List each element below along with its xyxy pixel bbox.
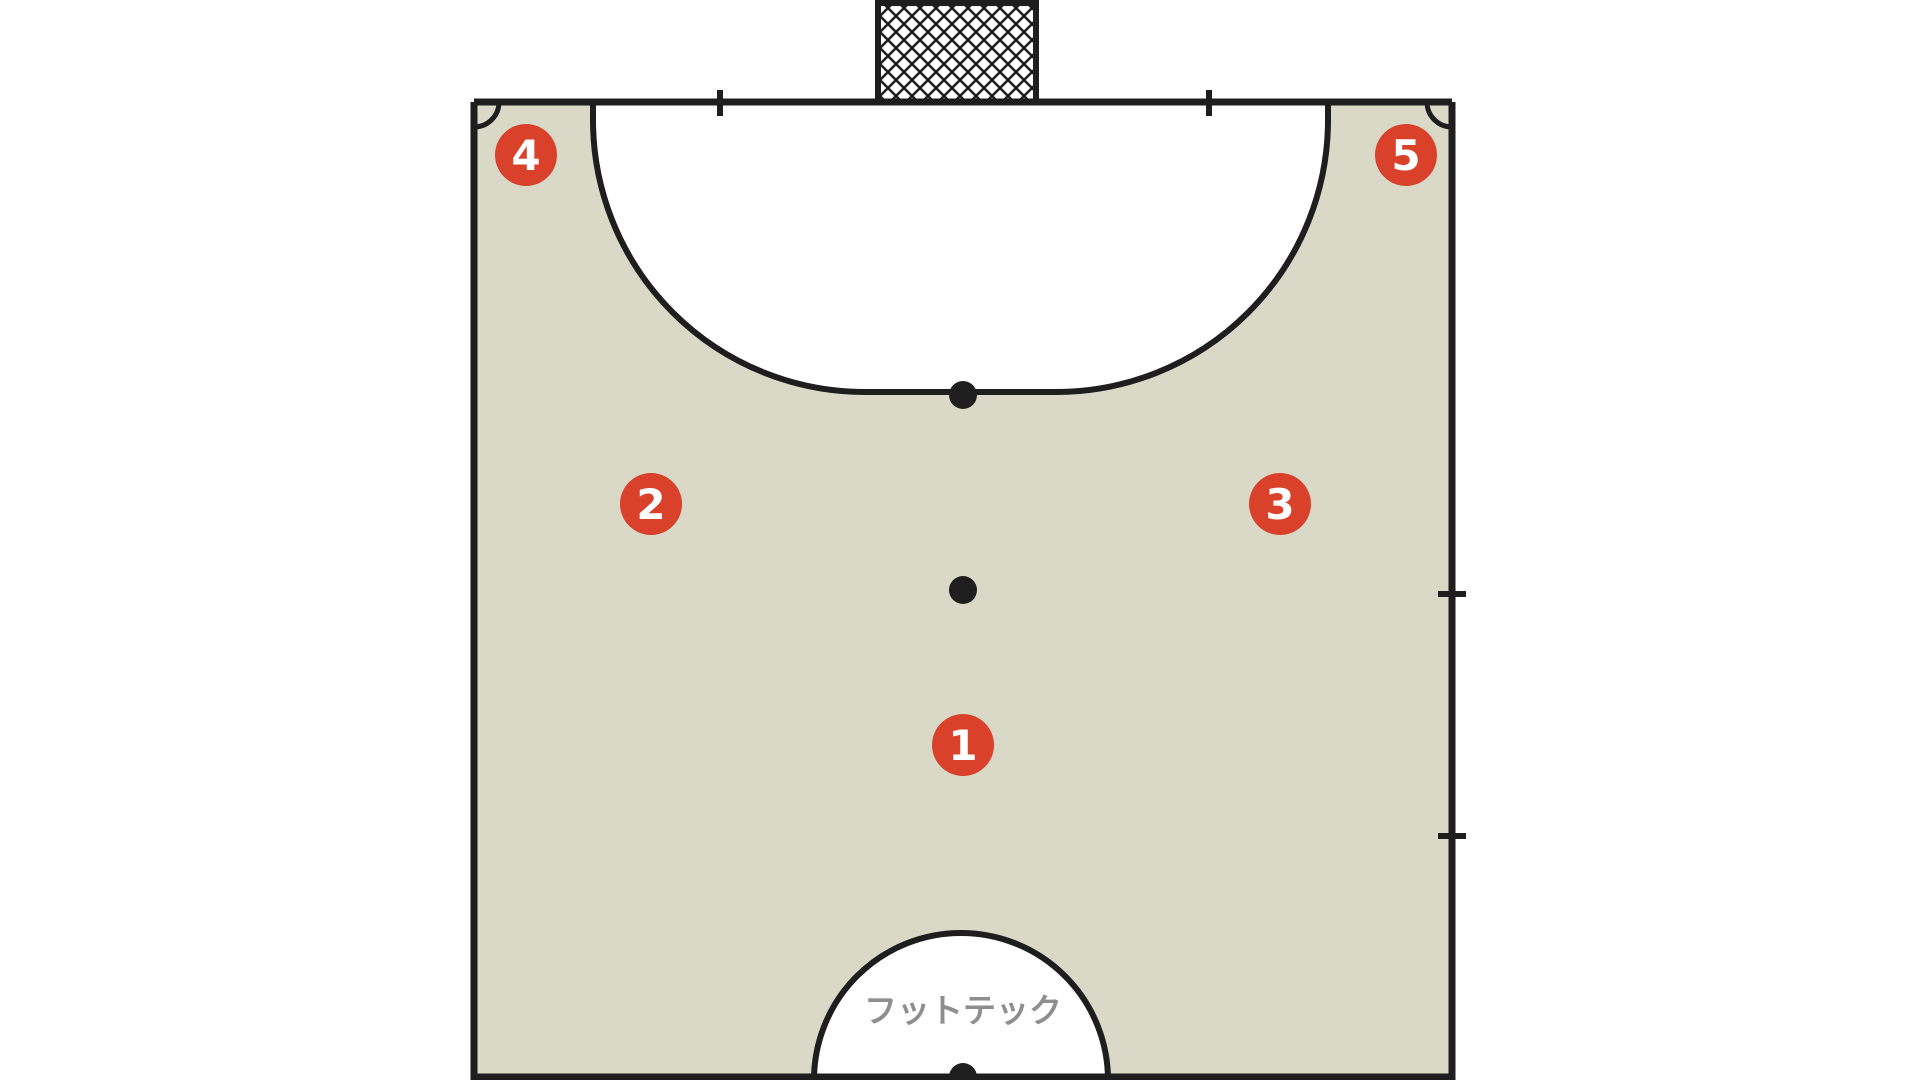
player-marker-2: 2 [620, 473, 682, 535]
player-circle [620, 473, 682, 535]
penalty-spot [949, 381, 977, 409]
center-circle [811, 930, 1111, 1080]
watermark-text: フットテック [864, 991, 1062, 1030]
player-circle [1375, 124, 1437, 186]
player-circle [932, 714, 994, 776]
player-number: 5 [1391, 131, 1420, 180]
second-penalty-spot [949, 576, 977, 604]
corner-arc-left [473, 101, 502, 130]
player-number: 3 [1265, 480, 1294, 529]
player-number: 2 [636, 480, 665, 529]
center-spot [949, 1063, 977, 1080]
player-marker-4: 4 [495, 124, 557, 186]
player-marker-3: 3 [1249, 473, 1311, 535]
player-circle [495, 124, 557, 186]
player-marker-1: 1 [932, 714, 994, 776]
player-circle [1249, 473, 1311, 535]
player-marker-5: 5 [1375, 124, 1437, 186]
goal-net [875, 0, 1039, 105]
corner-arc-right [1424, 101, 1453, 130]
player-number: 4 [511, 131, 540, 180]
player-number: 1 [948, 721, 977, 770]
penalty-area [590, 99, 1331, 395]
